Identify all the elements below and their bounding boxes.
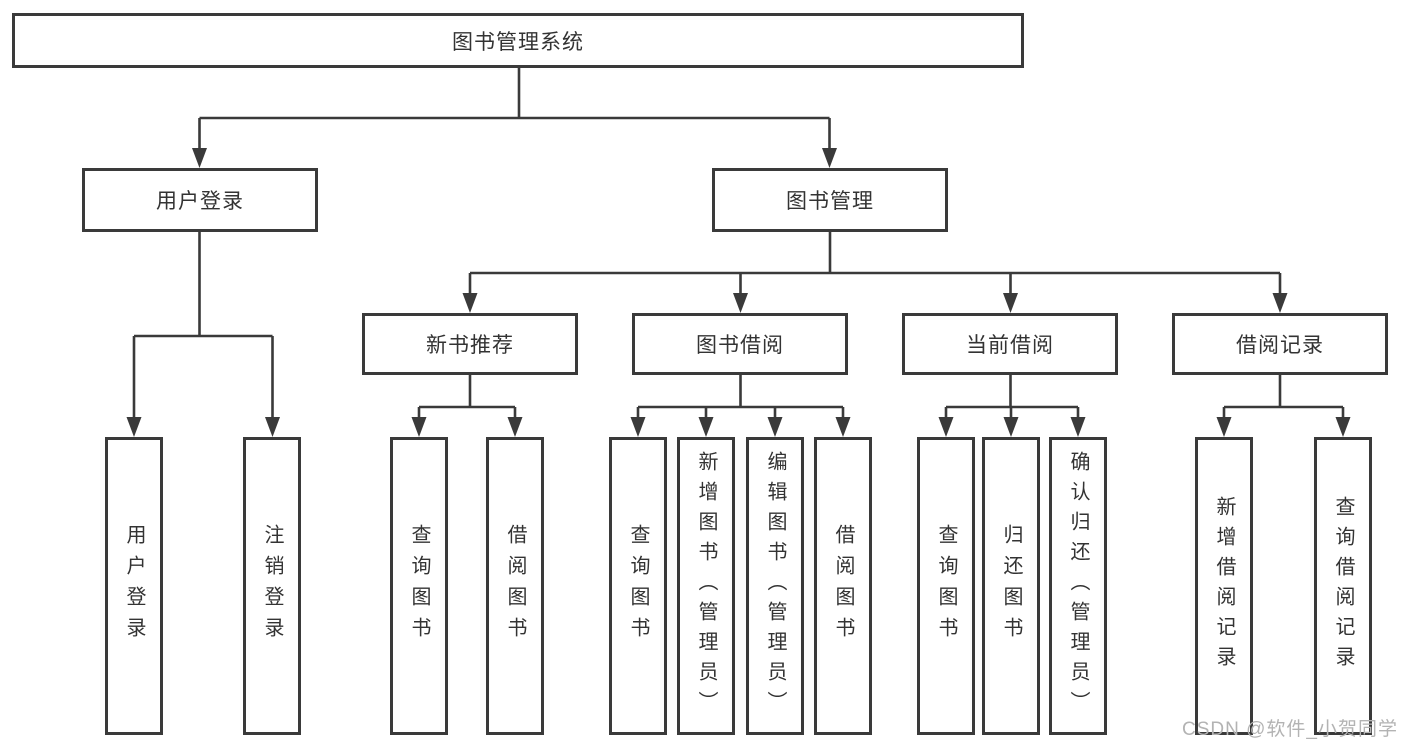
leaf-return-book: 归还图书 bbox=[982, 437, 1040, 735]
node-current-borrow: 当前借阅 bbox=[902, 313, 1118, 375]
leaf-user-login: 用户登录 bbox=[105, 437, 163, 735]
leaf-label: 新增借阅记录 bbox=[1213, 496, 1235, 676]
leaf-edit-book-admin: 编辑图书（管理员） bbox=[746, 437, 804, 735]
leaf-label: 查询图书 bbox=[935, 524, 957, 648]
leaf-label: 查询图书 bbox=[408, 524, 430, 648]
csdn-watermark: CSDN @软件_小贺同学 bbox=[1182, 719, 1398, 740]
leaf-label: 注销登录 bbox=[261, 524, 283, 648]
leaf-label: 新增图书（管理员） bbox=[695, 451, 717, 721]
node-borrow-record: 借阅记录 bbox=[1172, 313, 1388, 375]
node-system-root: 图书管理系统 bbox=[12, 13, 1024, 68]
leaf-add-book-admin: 新增图书（管理员） bbox=[677, 437, 735, 735]
leaf-label: 查询借阅记录 bbox=[1332, 496, 1354, 676]
node-book-management: 图书管理 bbox=[712, 168, 948, 232]
node-new-book-recommend: 新书推荐 bbox=[362, 313, 578, 375]
leaf-label: 归还图书 bbox=[1000, 524, 1022, 648]
leaf-label: 借阅图书 bbox=[832, 524, 854, 648]
node-user-login: 用户登录 bbox=[82, 168, 318, 232]
leaf-recommend-borrow-book: 借阅图书 bbox=[486, 437, 544, 735]
leaf-current-query-book: 查询图书 bbox=[917, 437, 975, 735]
leaf-label: 编辑图书（管理员） bbox=[764, 451, 786, 721]
leaf-logout: 注销登录 bbox=[243, 437, 301, 735]
leaf-borrow-book: 借阅图书 bbox=[814, 437, 872, 735]
leaf-borrow-query-book: 查询图书 bbox=[609, 437, 667, 735]
leaf-confirm-return-admin: 确认归还（管理员） bbox=[1049, 437, 1107, 735]
leaf-add-borrow-record: 新增借阅记录 bbox=[1195, 437, 1253, 735]
leaf-label: 用户登录 bbox=[123, 524, 145, 648]
leaf-recommend-query-book: 查询图书 bbox=[390, 437, 448, 735]
leaf-query-borrow-record: 查询借阅记录 bbox=[1314, 437, 1372, 735]
leaf-label: 确认归还（管理员） bbox=[1067, 451, 1089, 721]
leaf-label: 借阅图书 bbox=[504, 524, 526, 648]
node-book-borrow: 图书借阅 bbox=[632, 313, 848, 375]
leaf-label: 查询图书 bbox=[627, 524, 649, 648]
